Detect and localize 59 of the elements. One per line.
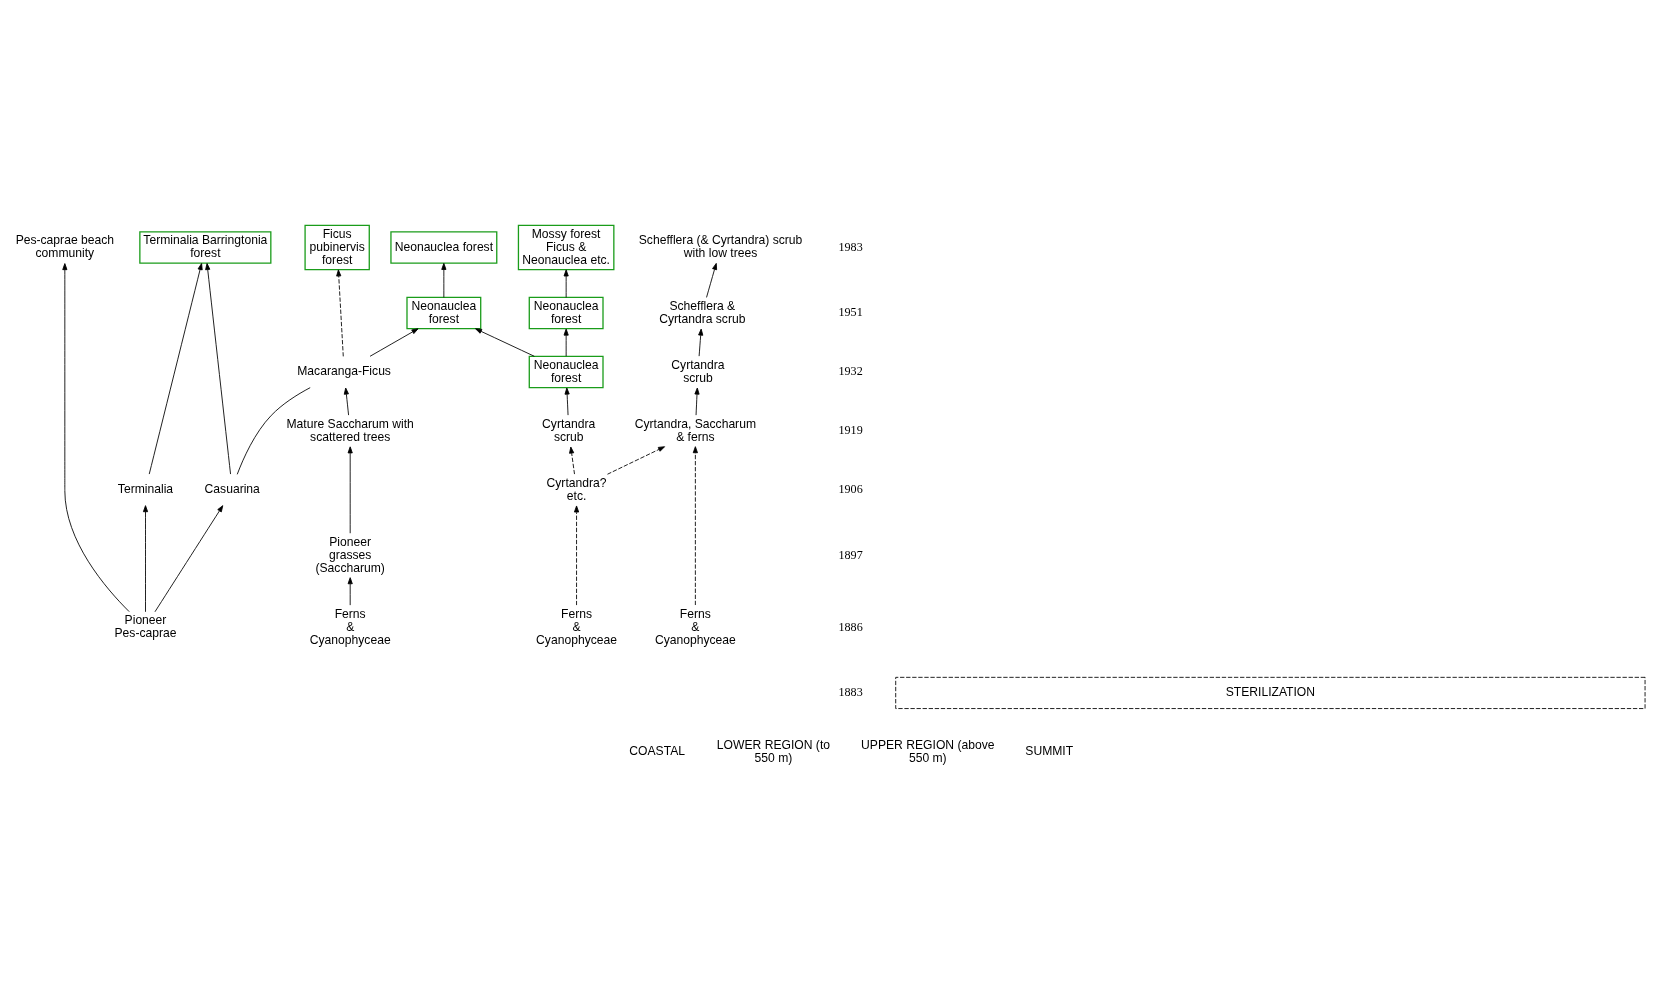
label: UPPER REGION (above 550 m) <box>861 737 995 765</box>
arrow <box>62 263 130 613</box>
node-box: Neonauclea forest <box>390 231 498 264</box>
node-text: Mature Saccharum with scattered trees <box>286 416 414 444</box>
arrow <box>336 269 344 357</box>
arrow <box>154 505 224 613</box>
arrow <box>698 328 704 357</box>
arrow <box>569 446 575 475</box>
label: COASTAL <box>629 744 686 759</box>
arrow <box>347 577 353 606</box>
label: 1919 <box>838 423 863 438</box>
label: STERILIZATION <box>1225 685 1316 700</box>
label: LOWER REGION (to 550 m) <box>716 737 831 765</box>
node-text: Terminalia <box>117 482 174 497</box>
node-text: Casuarina <box>204 482 260 497</box>
node-text: Ferns & Cyanophyceae <box>536 606 617 647</box>
node-text: Cyrtandra? etc. <box>546 475 607 503</box>
arrow <box>564 387 570 416</box>
arrow <box>148 263 203 475</box>
arrow <box>574 505 580 606</box>
node-text: Cyrtandra scrub <box>542 416 596 444</box>
connector <box>236 387 311 475</box>
arrow <box>441 262 447 298</box>
arrow <box>369 328 419 357</box>
node-box: Ficus pubinervis forest <box>304 224 370 271</box>
label: 1883 <box>838 685 863 700</box>
node-box: Neonauclea forest <box>528 296 604 330</box>
arrow <box>343 387 350 416</box>
arrow <box>563 328 569 357</box>
label: 1886 <box>838 619 863 634</box>
node-box: Mossy forest Ficus & Neonauclea etc. <box>517 224 615 271</box>
label: 1906 <box>838 482 863 497</box>
node-text: Cyrtandra scrub <box>671 357 725 385</box>
label: 1951 <box>838 305 863 320</box>
arrow <box>692 446 698 606</box>
node-text: Ferns & Cyanophyceae <box>309 606 391 647</box>
arrow <box>607 446 666 475</box>
arrow <box>205 263 231 475</box>
arrow <box>347 446 353 534</box>
node-text: Schefflera (& Cyrtandra) scrub with low trees <box>638 233 803 261</box>
node-text: Schefflera & Cyrtandra scrub <box>659 298 746 326</box>
label: 1897 <box>838 547 863 562</box>
arrow <box>563 269 569 298</box>
node-text: Pes-caprae beach community <box>15 233 115 261</box>
node-box: Terminalia Barringtonia forest <box>139 231 272 264</box>
node-text: Pioneer grasses (Saccharum) <box>315 534 385 575</box>
node-text: Pioneer Pes-caprae <box>114 613 177 641</box>
label: 1932 <box>838 364 863 379</box>
arrow <box>142 505 149 613</box>
arrow <box>475 328 535 357</box>
label: SUMMIT <box>1025 744 1074 759</box>
label: 1983 <box>838 239 863 254</box>
node-text: Cyrtandra, Saccharum & ferns <box>634 416 757 444</box>
node-box: Neonauclea forest <box>528 355 604 389</box>
node-text: Ferns & Cyanophyceae <box>654 606 736 647</box>
arrow <box>694 387 700 416</box>
node-box: Neonauclea forest <box>406 296 482 330</box>
arrow <box>706 262 718 298</box>
node-text: Macaranga-Ficus <box>297 364 391 379</box>
